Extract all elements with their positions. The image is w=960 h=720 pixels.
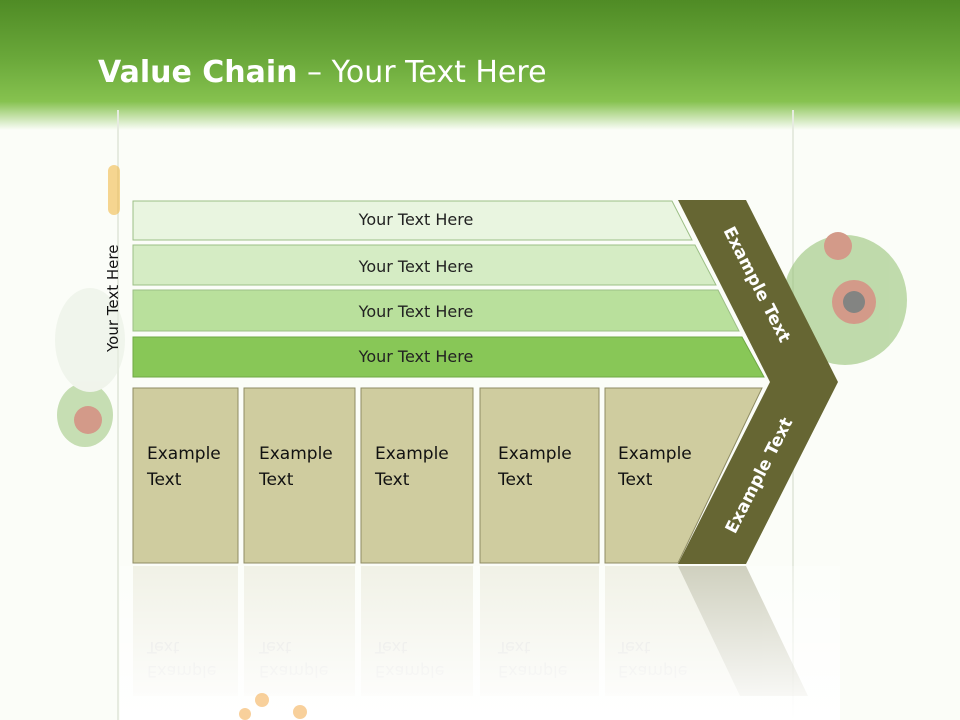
frog-feet-decoration (239, 693, 307, 720)
box-1-line2: Text (146, 470, 182, 490)
box-5-line1: Example (618, 444, 692, 464)
box-2-line2: Text (258, 470, 294, 490)
header-band (0, 0, 960, 130)
bar-1-label: Your Text Here (358, 210, 474, 229)
box-3-line2: Text (374, 470, 410, 490)
box-4 (479, 387, 600, 564)
bar-2-label: Your Text Here (358, 257, 474, 276)
frog-decoration (55, 165, 907, 447)
bar-3 (132, 289, 740, 332)
boxes-group: Example Text Example Text Example Text E… (132, 387, 763, 564)
guide-line-left (117, 110, 119, 720)
title-bold: Value Chain (98, 55, 298, 90)
box-1-line1: Example (147, 444, 221, 464)
reflection-fade (120, 566, 840, 720)
side-label: Your Text Here (104, 244, 122, 352)
box-4-line1: Example (498, 444, 572, 464)
box-3 (360, 387, 474, 564)
bar-4 (132, 336, 765, 378)
bar-1 (132, 200, 693, 241)
box-4-line2: Text (497, 470, 533, 490)
bars-group: Your Text Here Your Text Here Your Text … (132, 200, 765, 378)
bar-4-label: Your Text Here (358, 347, 474, 366)
box-5-line2: Text (617, 470, 653, 490)
box-2-line1: Example (259, 444, 333, 464)
bar-3-label: Your Text Here (358, 302, 474, 321)
slide-title: Value Chain – Your Text Here (98, 55, 547, 90)
title-rest: – Your Text Here (297, 55, 547, 90)
box-2 (243, 387, 356, 564)
chevron-arrow (678, 200, 838, 564)
box-1 (132, 387, 239, 564)
box-3-line1: Example (375, 444, 449, 464)
bar-2 (132, 244, 717, 286)
box-5 (604, 387, 763, 564)
